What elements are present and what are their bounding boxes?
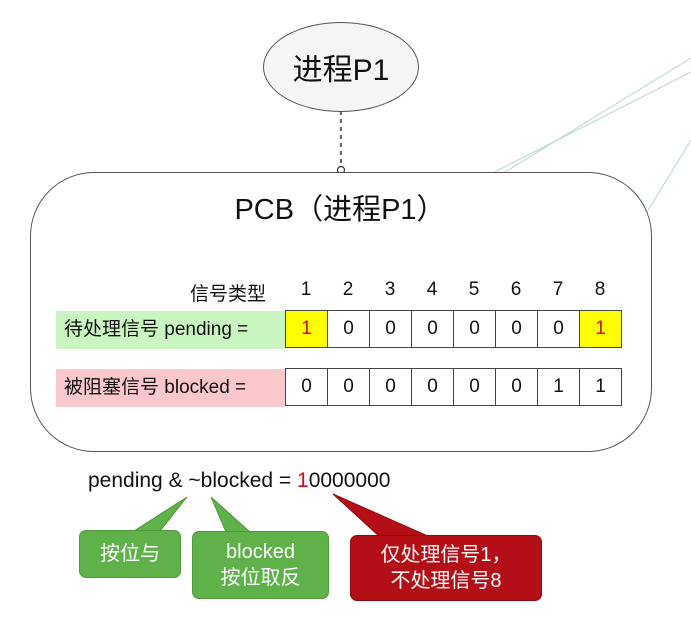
process-node: 进程P1: [263, 22, 419, 112]
signal-header-6: 6: [510, 279, 522, 300]
signal-header-2: 2: [342, 279, 354, 300]
callout-bitwise-not-line2: 按位取反: [220, 567, 301, 589]
formula-first-bit: 1: [297, 469, 309, 492]
signal-header-5: 5: [468, 279, 480, 300]
blocked-cell-1: 0: [286, 369, 328, 405]
signal-header-8: 8: [594, 279, 606, 300]
callout-and-pointer: [132, 496, 188, 532]
pending-label: 待处理信号 pending =: [56, 311, 285, 349]
formula: pending & ~blocked = 10000000: [88, 469, 390, 493]
pcb-title: PCB（进程P1）: [234, 194, 446, 226]
callout-bitwise-and-text: 按位与: [100, 543, 160, 565]
signal-header-7: 7: [552, 279, 564, 300]
callout-bitwise-not: blocked 按位取反: [192, 531, 329, 599]
signal-header-1: 1: [300, 279, 312, 300]
pending-cell-6: 0: [496, 311, 538, 347]
pending-cell-1: 1: [286, 311, 328, 347]
signal-type-label: 信号类型: [190, 284, 267, 305]
callout-bitwise-and: 按位与: [79, 530, 181, 578]
signal-header-4: 4: [426, 279, 438, 300]
blocked-cell-8: 1: [580, 369, 622, 405]
blocked-cell-2: 0: [328, 369, 370, 405]
blocked-label: 被阻塞信号 blocked =: [56, 369, 285, 407]
pending-cell-3: 0: [370, 311, 412, 347]
callout-result-line2: 不处理信号8: [390, 570, 502, 592]
signal-header-3: 3: [384, 279, 396, 300]
formula-prefix: pending & ~blocked =: [88, 469, 297, 492]
pending-cell-8: 1: [580, 311, 622, 347]
callout-result: 仅处理信号1， 不处理信号8: [350, 535, 542, 601]
pending-cell-4: 0: [412, 311, 454, 347]
formula-rest-bits: 0000000: [308, 469, 391, 492]
blocked-cell-6: 0: [496, 369, 538, 405]
pending-cell-5: 0: [454, 311, 496, 347]
blocked-row: 0 0 0 0 0 0 1 1: [285, 368, 622, 406]
pending-cell-7: 0: [538, 311, 580, 347]
process-label: 进程P1: [292, 54, 390, 87]
callout-bitwise-not-line1: blocked: [226, 541, 295, 563]
blocked-cell-7: 1: [538, 369, 580, 405]
blocked-cell-3: 0: [370, 369, 412, 405]
pending-cell-2: 0: [328, 311, 370, 347]
blocked-cell-5: 0: [454, 369, 496, 405]
callout-result-pointer: [332, 493, 431, 538]
callout-not-pointer: [210, 496, 252, 533]
callout-result-line1: 仅处理信号1，: [380, 544, 512, 566]
blocked-cell-4: 0: [412, 369, 454, 405]
pending-row: 1 0 0 0 0 0 0 1: [285, 310, 622, 348]
